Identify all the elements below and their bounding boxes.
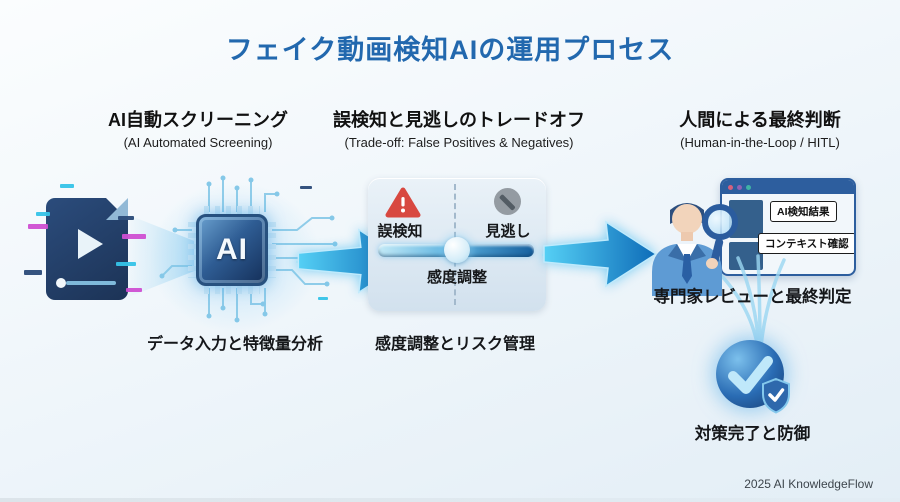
magnifier-icon bbox=[702, 204, 738, 240]
window-dot-icon bbox=[737, 184, 742, 190]
stage2-caption: 感度調整とリスク管理 bbox=[374, 336, 535, 353]
chip-pins-bottom bbox=[204, 286, 260, 294]
review-window: AI検知結果 コンテキスト確認 bbox=[720, 178, 856, 276]
glitch-bar bbox=[28, 224, 48, 229]
glitch-bar bbox=[300, 186, 312, 189]
stage1-caption: データ入力と特徴量分析 bbox=[146, 336, 323, 353]
stage2-subheading: (Trade-off: False Positives & Negatives) bbox=[344, 135, 574, 150]
warning-triangle-icon bbox=[385, 187, 421, 218]
play-icon bbox=[78, 229, 103, 259]
video-progress-dot bbox=[56, 278, 66, 288]
stage3-subheading: (Human-in-the-Loop / HITL) bbox=[680, 135, 840, 150]
glitch-bar bbox=[24, 270, 42, 275]
chip-pins-top bbox=[204, 206, 260, 214]
stage1-subheading: (AI Automated Screening) bbox=[123, 135, 273, 150]
stage1-heading-block: AI自動スクリーニング (AI Automated Screening) bbox=[48, 106, 348, 150]
stage3-heading-block: 人間による最終判断 (Human-in-the-Loop / HITL) bbox=[610, 106, 900, 150]
review-window-titlebar bbox=[722, 180, 854, 194]
glitch-bar bbox=[116, 262, 136, 266]
hand bbox=[706, 258, 718, 269]
glitch-bar bbox=[36, 212, 50, 216]
window-dot-icon bbox=[746, 184, 751, 190]
window-dot-icon bbox=[728, 184, 733, 190]
stage3-caption: 専門家レビューと最終判定 bbox=[653, 288, 852, 306]
stage2-heading-block: 誤検知と見逃しのトレードオフ (Trade-off: False Positiv… bbox=[309, 106, 609, 150]
stage1-heading: AI自動スクリーニング bbox=[108, 110, 288, 130]
sensitivity-slider-label: 感度調整 bbox=[426, 269, 487, 286]
check-mark bbox=[728, 356, 773, 394]
stage3-heading: 人間による最終判断 bbox=[679, 110, 841, 130]
shield-check-icon bbox=[762, 377, 790, 414]
glitch-bar bbox=[60, 184, 74, 188]
arrow-right-icon bbox=[542, 220, 658, 288]
analyst-person-icon bbox=[652, 203, 722, 296]
bottom-strip bbox=[0, 498, 900, 502]
page-title: フェイク動画検知AIの運用プロセス bbox=[225, 35, 675, 65]
ai-chip-label: AI bbox=[216, 233, 248, 266]
ai-chip-icon: AI bbox=[196, 214, 268, 286]
miss-label: 見逃し bbox=[485, 223, 531, 240]
prohibition-slash bbox=[499, 193, 516, 211]
stage2-heading: 誤検知と見逃しのトレードオフ bbox=[333, 110, 585, 130]
chip-pins-right bbox=[268, 222, 276, 278]
glitch-bar bbox=[126, 288, 142, 292]
context-check-badge: コンテキスト確認 bbox=[758, 233, 854, 254]
glitch-bar bbox=[118, 216, 134, 220]
video-file-icon bbox=[46, 198, 128, 300]
result-caption: 対策完了と防御 bbox=[694, 425, 811, 443]
sensitivity-slider-knob bbox=[444, 237, 470, 263]
ai-result-badge: AI検知結果 bbox=[770, 201, 837, 222]
footer-credit: 2025 AI KnowledgeFlow bbox=[744, 477, 873, 491]
video-file-fold bbox=[106, 198, 128, 220]
glitch-bar bbox=[122, 234, 146, 239]
prohibition-icon bbox=[494, 188, 521, 215]
chip-pins-left bbox=[188, 222, 196, 278]
glitch-bar bbox=[318, 297, 328, 300]
tradeoff-card: 誤検知 見逃し 感度調整 bbox=[368, 178, 546, 311]
false-positive-label: 誤検知 bbox=[377, 223, 423, 240]
video-progress-bar bbox=[66, 281, 116, 285]
